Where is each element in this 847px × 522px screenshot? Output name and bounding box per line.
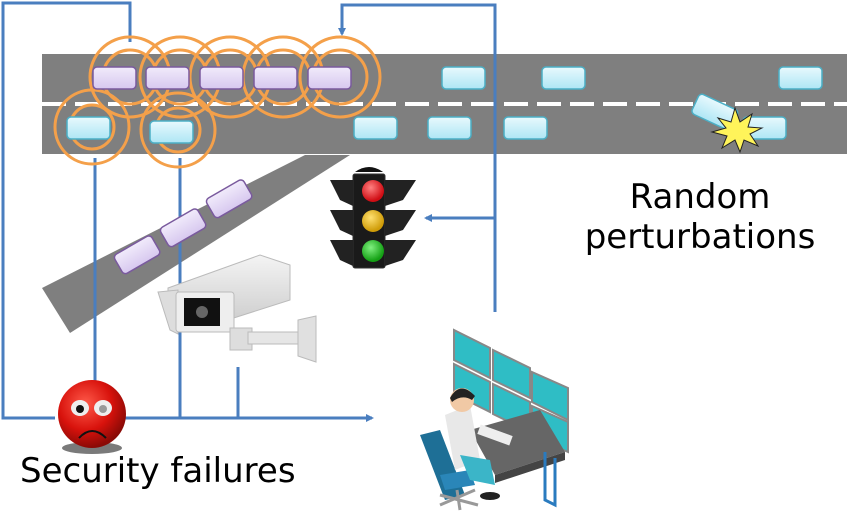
connector-left-loop xyxy=(1,1,132,420)
random-perturbations-label: Random perturbations xyxy=(560,177,840,257)
vehicle xyxy=(541,66,586,90)
security-failures-label: Security failures xyxy=(20,451,296,491)
attacked-vehicle-ramp xyxy=(113,235,161,275)
vehicle-attacked-lower xyxy=(149,120,194,144)
attacked-vehicles xyxy=(92,66,352,275)
traffic-light-icon xyxy=(330,167,416,269)
attacked-vehicle xyxy=(92,66,137,90)
vehicle-attacked-lower xyxy=(66,116,111,140)
attacked-vehicle xyxy=(307,66,352,90)
vehicle xyxy=(778,66,823,90)
security-failure-icon xyxy=(58,380,126,454)
attacked-vehicle xyxy=(145,66,190,90)
vehicle xyxy=(441,66,486,90)
crash-burst-icon xyxy=(710,106,764,154)
green-light xyxy=(362,240,384,262)
yellow-light xyxy=(362,210,384,232)
attacked-vehicle-ramp xyxy=(205,179,253,219)
random-perturbations-line2: perturbations xyxy=(584,217,816,257)
vehicle xyxy=(427,116,472,140)
normal-vehicles xyxy=(66,66,823,144)
vehicle xyxy=(353,116,398,140)
on-ramp xyxy=(42,155,350,333)
connector-lines xyxy=(1,1,497,422)
vehicle xyxy=(503,116,548,140)
random-perturbations-line1: Random xyxy=(629,177,771,217)
surveillance-camera-icon xyxy=(157,254,317,363)
attacked-vehicle xyxy=(199,66,244,90)
attacked-vehicle-ramp xyxy=(159,208,207,248)
attacked-vehicle xyxy=(253,66,298,90)
red-light xyxy=(362,180,384,202)
control-center-operator-icon xyxy=(420,328,569,511)
arrow-to-highway xyxy=(338,3,497,312)
